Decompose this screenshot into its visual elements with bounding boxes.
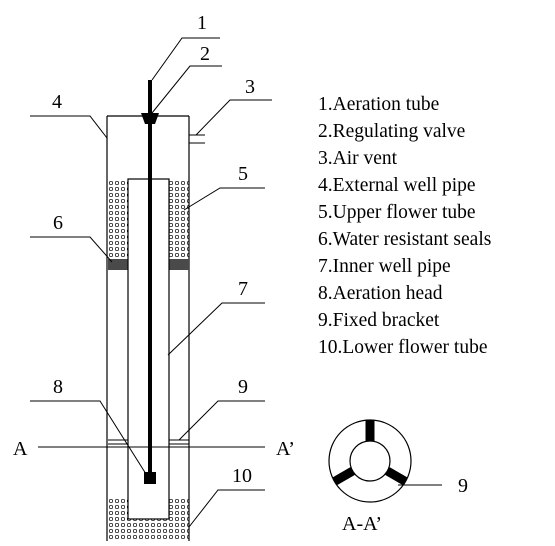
callout-4: 4 [52,91,62,113]
cross-section-bracket-left [332,467,355,486]
legend-item-1: 1.Aeration tube [318,94,439,115]
leader-5 [183,187,265,211]
cross-section-bracket-right [385,467,408,486]
cross-section-title: A-A’ [342,513,382,535]
upper-flower-tube [108,181,189,258]
leader-6 [30,236,113,263]
callout-8: 8 [53,376,63,398]
cross-section-brackets [332,420,408,486]
callout-1: 1 [197,12,207,34]
section-label-right: A’ [276,438,295,460]
cross-section: 9 A-A’ [328,419,468,535]
legend-item-7: 7.Inner well pipe [318,256,451,277]
leader-10 [188,489,265,528]
section-label-left: A [13,438,28,460]
legend-item-2: 2.Regulating valve [318,121,465,142]
aeration-tube [148,80,152,475]
callout-3: 3 [245,76,255,98]
cross-section-inner-pipe [349,440,391,482]
aeration-head [144,472,156,484]
callout-5: 5 [238,163,248,185]
callout-9: 9 [238,376,248,398]
leader-8 [30,400,147,475]
leader-1 [151,37,220,81]
legend-item-4: 4.External well pipe [318,175,476,196]
legend-item-6: 6.Water resistant seals [318,229,491,250]
leader-2 [151,65,222,114]
legend-item-10: 10.Lower flower tube [318,337,487,358]
air-vent [189,134,205,144]
legend-item-8: 8.Aeration head [318,283,443,304]
callout-7: 7 [238,278,248,300]
callout-6: 6 [53,212,63,234]
leader-9 [178,400,265,441]
water-resistant-seals [108,259,189,270]
legend-item-9: 9.Fixed bracket [318,310,440,331]
leader-3 [195,99,272,136]
legend-item-5: 5.Upper flower tube [318,202,476,223]
callout-10: 10 [232,465,252,487]
legend-item-3: 3.Air vent [318,148,398,169]
cross-section-callout: 9 [458,475,468,497]
regulating-valve [141,113,159,124]
leader-7 [167,302,265,356]
cross-section-bracket-top [365,420,375,441]
leader-4 [30,115,108,139]
leader-lines [30,37,272,528]
legend: 1.Aeration tube 2.Regulating valve 3.Air… [318,94,491,358]
callout-2: 2 [200,43,210,65]
